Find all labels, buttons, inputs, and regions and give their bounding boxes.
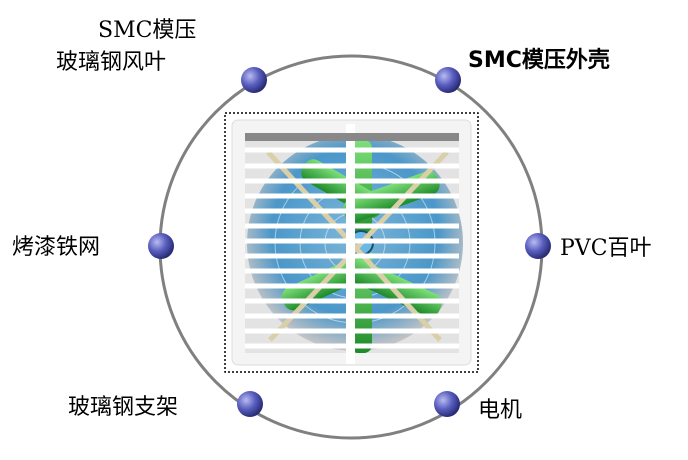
label-fan-blade-line2: 玻璃钢风叶 <box>56 50 167 75</box>
label-bracket: 玻璃钢支架 <box>68 395 179 420</box>
dot-bottom-left <box>237 391 263 417</box>
label-shutter: PVC百叶 <box>560 236 652 261</box>
label-housing: SMC模压外壳 <box>468 48 610 73</box>
fan-image <box>224 112 479 373</box>
dot-right <box>525 233 551 259</box>
dot-top-left <box>241 67 267 93</box>
dot-top-right <box>435 67 461 93</box>
dot-left <box>148 233 174 259</box>
dot-bottom-right <box>434 391 460 417</box>
label-fan-blade-line1: SMC模压 <box>98 18 197 43</box>
label-motor: 电机 <box>478 398 523 423</box>
label-wire-mesh: 烤漆铁网 <box>12 235 101 260</box>
marker-dots <box>148 67 551 417</box>
